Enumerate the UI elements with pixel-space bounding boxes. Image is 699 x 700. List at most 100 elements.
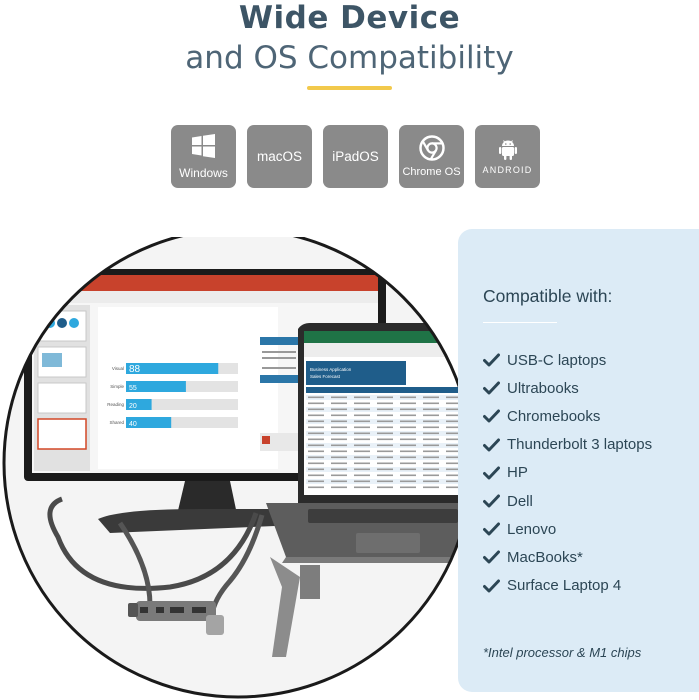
slide-bar-value: 55	[129, 385, 137, 392]
spreadsheet-cell	[331, 426, 347, 429]
spreadsheet-cell	[400, 456, 416, 459]
spreadsheet-cell	[308, 462, 324, 465]
spreadsheet-rows	[306, 395, 466, 490]
slide-bar-value: 88	[129, 364, 141, 375]
checkmark-icon	[483, 438, 500, 452]
os-tile-macos: macOS	[247, 125, 312, 188]
spreadsheet-cell	[377, 414, 393, 417]
compatible-device-item: MacBooks*	[483, 543, 652, 571]
spreadsheet-cell	[423, 396, 439, 399]
spreadsheet-cell	[331, 474, 347, 477]
spreadsheet-cell	[331, 420, 347, 423]
page-subtitle: and OS Compatibility	[185, 40, 514, 76]
spreadsheet-cell	[308, 444, 324, 447]
spreadsheet-cell	[446, 438, 462, 441]
spreadsheet-cell	[423, 426, 439, 429]
spreadsheet-cell	[377, 420, 393, 423]
compatible-device-item: Ultrabooks	[483, 374, 652, 402]
spreadsheet-cell	[446, 432, 462, 435]
spreadsheet-cell	[331, 456, 347, 459]
slide-bar	[126, 399, 152, 410]
title-accent-rule	[307, 86, 392, 90]
spreadsheet-cell	[308, 456, 324, 459]
spreadsheet-cell	[377, 426, 393, 429]
spreadsheet-cell	[354, 462, 370, 465]
compatible-device-item: Surface Laptop 4	[483, 572, 652, 600]
spreadsheet-cell	[400, 450, 416, 453]
os-label: ANDROID	[482, 164, 533, 175]
slide-bar-value: 20	[129, 403, 137, 410]
spreadsheet-cell	[377, 396, 393, 399]
spreadsheet-cell	[354, 402, 370, 405]
spreadsheet-cell	[400, 414, 416, 417]
compatible-device-label: Thunderbolt 3 laptops	[507, 436, 653, 454]
spreadsheet-cell	[377, 408, 393, 411]
spreadsheet-cell	[423, 462, 439, 465]
chrome-logo-icon	[418, 135, 445, 161]
compatible-device-label: USB-C laptops	[507, 351, 607, 369]
spreadsheet-cell	[331, 468, 347, 471]
spreadsheet-cell	[400, 396, 416, 399]
compatible-device-label: Lenovo	[507, 520, 557, 538]
spreadsheet-cell	[354, 420, 370, 423]
spreadsheet-cell	[446, 426, 462, 429]
spreadsheet-cell	[331, 396, 347, 399]
footnote: *Intel processor & M1 chips	[483, 645, 642, 660]
spreadsheet-cell	[423, 480, 439, 483]
checkmark-icon	[483, 550, 500, 564]
slide-bar	[126, 363, 219, 374]
spreadsheet-cell	[377, 444, 393, 447]
spreadsheet-cell	[400, 486, 416, 489]
spreadsheet-cell	[354, 396, 370, 399]
spreadsheet-cell	[308, 486, 324, 489]
os-tile-chrome-os: Chrome OS	[399, 125, 464, 188]
spreadsheet-cell	[446, 462, 462, 465]
slide-bar	[126, 381, 186, 392]
compatible-device-item: Dell	[483, 487, 652, 515]
spreadsheet-cell	[331, 480, 347, 483]
spreadsheet-cell	[423, 420, 439, 423]
spreadsheet-cell	[423, 408, 439, 411]
compatible-device-item: Chromebooks	[483, 402, 652, 430]
spreadsheet-cell	[331, 438, 347, 441]
os-label: iPadOS	[332, 149, 379, 164]
spreadsheet-cell	[377, 402, 393, 405]
slide-bar-label: Visual	[112, 366, 124, 371]
spreadsheet-cell	[446, 444, 462, 447]
android-robot-icon	[498, 139, 517, 160]
slide-bar-label: Reading	[107, 402, 124, 407]
spreadsheet-cell	[377, 432, 393, 435]
compatible-device-label: HP	[507, 464, 528, 482]
checkmark-icon	[483, 522, 500, 536]
spreadsheet-cell	[446, 402, 462, 405]
spreadsheet-cell	[446, 474, 462, 477]
compatible-device-item: Lenovo	[483, 515, 652, 543]
spreadsheet-cell	[354, 426, 370, 429]
panel-divider	[483, 322, 557, 323]
os-label: Chrome OS	[402, 166, 461, 178]
spreadsheet-cell	[308, 414, 324, 417]
spreadsheet-cell	[331, 444, 347, 447]
spreadsheet-cell	[354, 450, 370, 453]
spreadsheet-cell	[446, 450, 462, 453]
spreadsheet-cell	[423, 450, 439, 453]
spreadsheet-cell	[423, 486, 439, 489]
compatible-device-item: HP	[483, 459, 652, 487]
slide-bar-track	[126, 417, 238, 428]
os-tile-android: ANDROID	[475, 125, 540, 188]
slide-bar-label: Simple	[110, 384, 124, 389]
spreadsheet-cell	[400, 432, 416, 435]
spreadsheet-cell	[400, 474, 416, 477]
spreadsheet-cell	[377, 480, 393, 483]
os-label: Windows	[179, 165, 228, 180]
spreadsheet-cell	[446, 480, 462, 483]
spreadsheet-cell	[400, 444, 416, 447]
ppt-ribbon	[32, 275, 378, 291]
checkmark-icon	[483, 579, 500, 593]
spreadsheet-cell	[308, 480, 324, 483]
spreadsheet-cell	[354, 414, 370, 417]
